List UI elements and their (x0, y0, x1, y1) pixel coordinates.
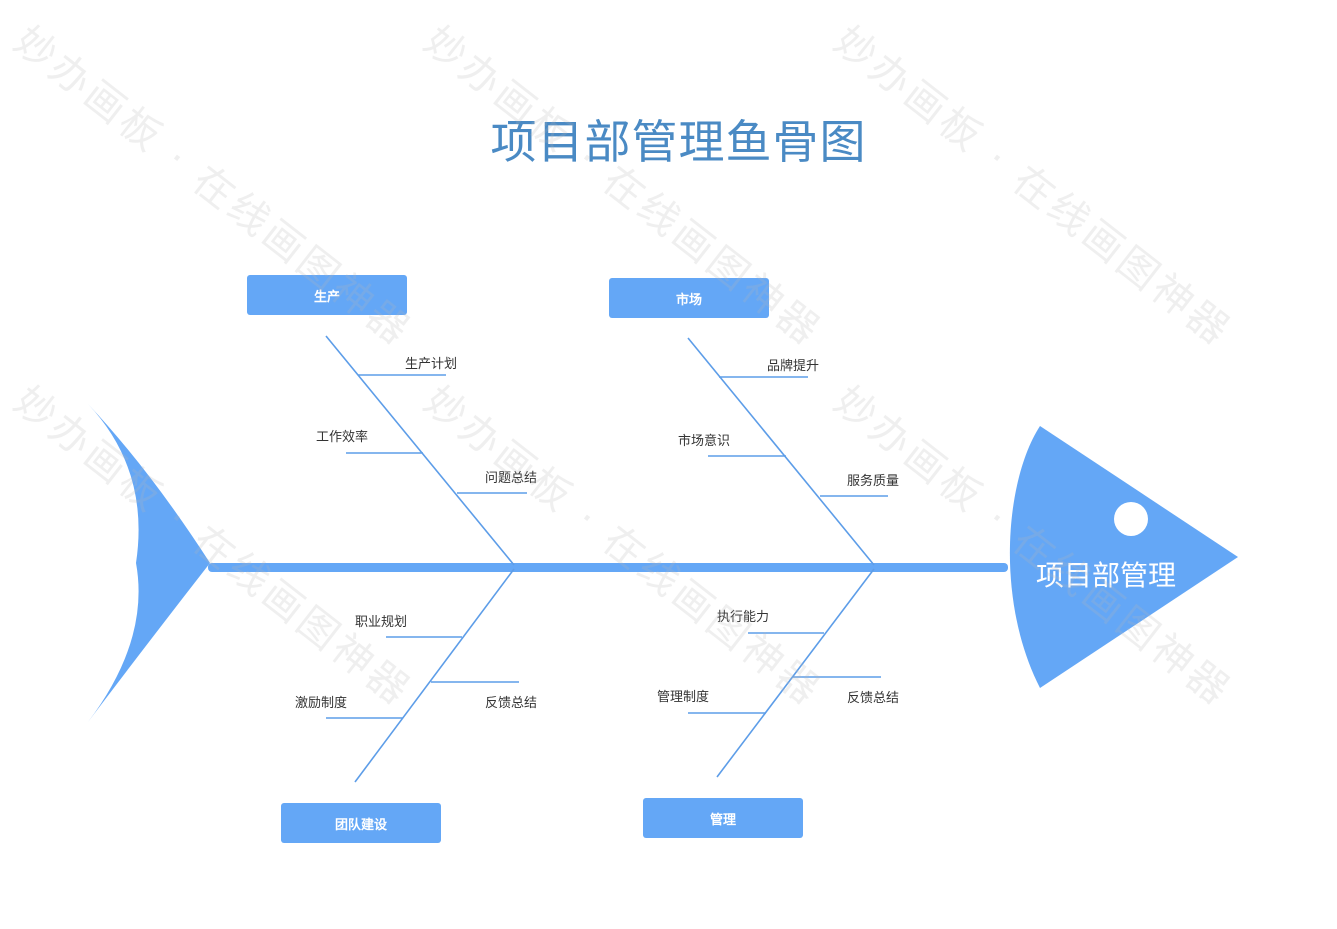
cause-management-system[interactable]: 管理制度 (657, 690, 710, 705)
cause-problem-summary[interactable]: 问题总结 (485, 471, 538, 486)
cause-execution-ability[interactable]: 执行能力 (717, 610, 770, 625)
bone-market (687, 337, 888, 566)
fish-eye (1114, 502, 1148, 536)
cause-career-planning[interactable]: 职业规划 (355, 615, 408, 630)
category-market[interactable]: 市场 (609, 278, 769, 318)
fish-head (1009, 426, 1238, 688)
bone-management (688, 568, 881, 778)
fish-head-label[interactable]: 项目部管理 (1036, 559, 1177, 592)
fish-tail (88, 404, 210, 722)
cause-feedback-summary-team[interactable]: 反馈总结 (485, 696, 538, 711)
fish-spine (208, 563, 1008, 572)
cause-brand-boost[interactable]: 品牌提升 (767, 359, 820, 374)
bone-production (325, 335, 527, 566)
cause-feedback-summary-mgmt[interactable]: 反馈总结 (847, 691, 900, 706)
category-team[interactable]: 团队建设 (281, 803, 441, 843)
cause-work-efficiency[interactable]: 工作效率 (316, 430, 369, 445)
category-management[interactable]: 管理 (643, 798, 803, 838)
cause-incentive-system[interactable]: 激励制度 (295, 696, 348, 711)
cause-market-awareness[interactable]: 市场意识 (678, 434, 731, 449)
diagram-title: 项目部管理鱼骨图 (490, 115, 867, 169)
cause-service-quality[interactable]: 服务质量 (847, 474, 900, 489)
cause-production-plan[interactable]: 生产计划 (405, 357, 458, 372)
category-production[interactable]: 生产 (247, 275, 407, 315)
bone-team (326, 568, 519, 783)
